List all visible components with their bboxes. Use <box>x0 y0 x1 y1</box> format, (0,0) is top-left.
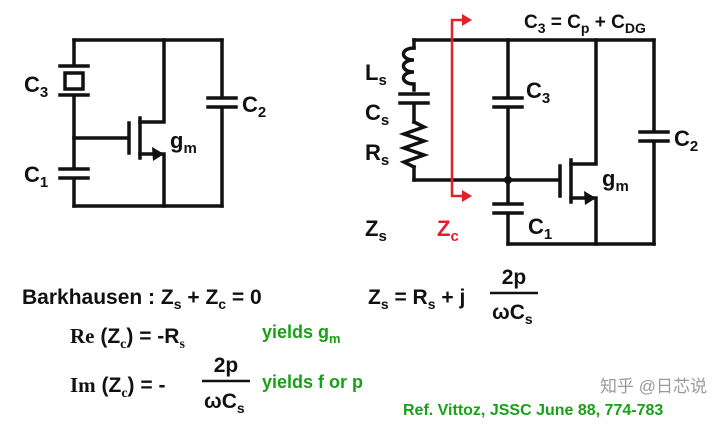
crystal-body <box>63 71 85 91</box>
label-cs: Cs <box>365 100 389 129</box>
zc-arrow-path <box>450 18 466 198</box>
im-equation: Im (Zc) = - <box>70 373 165 401</box>
label-r-c1: C1 <box>528 214 552 243</box>
im-numerator: 2p <box>214 354 239 377</box>
inductor-ls <box>401 46 416 92</box>
junction-dot <box>504 176 512 184</box>
zc-arrowhead-top <box>462 14 472 26</box>
left-circuit <box>58 38 238 208</box>
drain-wire <box>138 38 166 124</box>
re-equation: Re (Zc) = -Rs <box>70 324 185 352</box>
r-source-arrow <box>584 191 596 205</box>
r-source-wire <box>569 196 598 246</box>
label-r-gm: gm <box>602 166 629 195</box>
resistor-rs <box>398 119 430 170</box>
label-c1: C1 <box>24 162 48 191</box>
label-r-c3: C3 <box>526 78 550 107</box>
label-zs: Zs <box>365 216 387 245</box>
c3-equation: C3 = Cp + CDG <box>524 12 646 36</box>
label-c2: C2 <box>242 92 266 121</box>
right-circuit <box>398 38 670 246</box>
zc-arrow <box>450 18 466 198</box>
re-note: yields gm <box>262 322 341 346</box>
reference-note: Ref. Vittoz, JSSC June 88, 774-783 <box>403 402 663 419</box>
label-zc: Zc <box>437 216 459 245</box>
zs-equation: Zs = Rs + j <box>368 286 465 312</box>
label-r-c2: C2 <box>674 126 698 155</box>
label-gm: gm <box>170 128 197 157</box>
barkhausen-equation: Barkhausen : Zs + Zc = 0 <box>22 286 262 312</box>
watermark: 知乎 @日芯说 <box>600 377 707 396</box>
source-wire <box>138 152 166 208</box>
label-rs: Rs <box>365 140 389 169</box>
zs-numerator: 2p <box>502 266 527 289</box>
im-denominator: ωCs <box>204 390 245 416</box>
zc-arrowhead-bottom <box>462 190 472 202</box>
zs-denominator: ωCs <box>492 301 533 327</box>
label-ls: Ls <box>365 60 387 89</box>
im-note: yields f or p <box>262 372 363 392</box>
r-drain-wire <box>569 38 598 166</box>
source-arrow <box>152 147 164 161</box>
label-c3: C3 <box>24 72 48 101</box>
